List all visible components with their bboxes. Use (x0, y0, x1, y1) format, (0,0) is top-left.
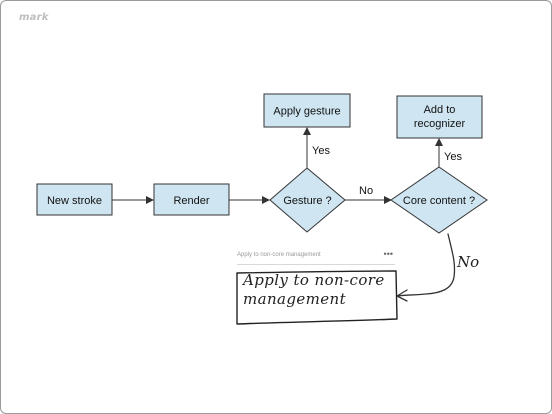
ink-card-title: Apply to non-core management (237, 252, 321, 258)
node-render-label: Render (173, 195, 209, 207)
node-add-to-recognizer-label-line1: Add to (424, 104, 456, 116)
node-new-stroke[interactable]: New stroke (36, 183, 113, 216)
handwritten-no-label: No (457, 253, 480, 271)
node-render[interactable]: Render (153, 183, 230, 216)
ink-card-header: Apply to non-core management ••• (237, 249, 395, 265)
ink-annotation-card[interactable]: Apply to non-core management ••• Apply t… (231, 249, 399, 329)
node-add-to-recognizer-label-line2: recognizer (414, 118, 466, 130)
node-new-stroke-label: New stroke (47, 195, 102, 207)
ink-connector (396, 233, 456, 297)
edge-label-gesture-no: No (359, 185, 373, 197)
edge-label-gesture-yes: Yes (312, 145, 330, 157)
node-add-to-recognizer[interactable]: Add to recognizer (396, 95, 483, 139)
more-options-icon[interactable]: ••• (383, 249, 393, 259)
edge-label-core-yes: Yes (444, 151, 462, 163)
node-core-content-decision[interactable]: Core content ? (390, 166, 488, 234)
node-gesture-decision[interactable]: Gesture ? (269, 167, 346, 233)
node-apply-gesture-label: Apply gesture (273, 106, 340, 118)
app-logo: mark (19, 12, 49, 23)
node-core-content-label: Core content ? (403, 195, 475, 207)
node-apply-gesture[interactable]: Apply gesture (263, 93, 351, 128)
ink-card-frame (236, 270, 398, 325)
ink-handwriting: Apply to non-core management (243, 271, 385, 308)
node-gesture-label: Gesture ? (283, 195, 331, 207)
